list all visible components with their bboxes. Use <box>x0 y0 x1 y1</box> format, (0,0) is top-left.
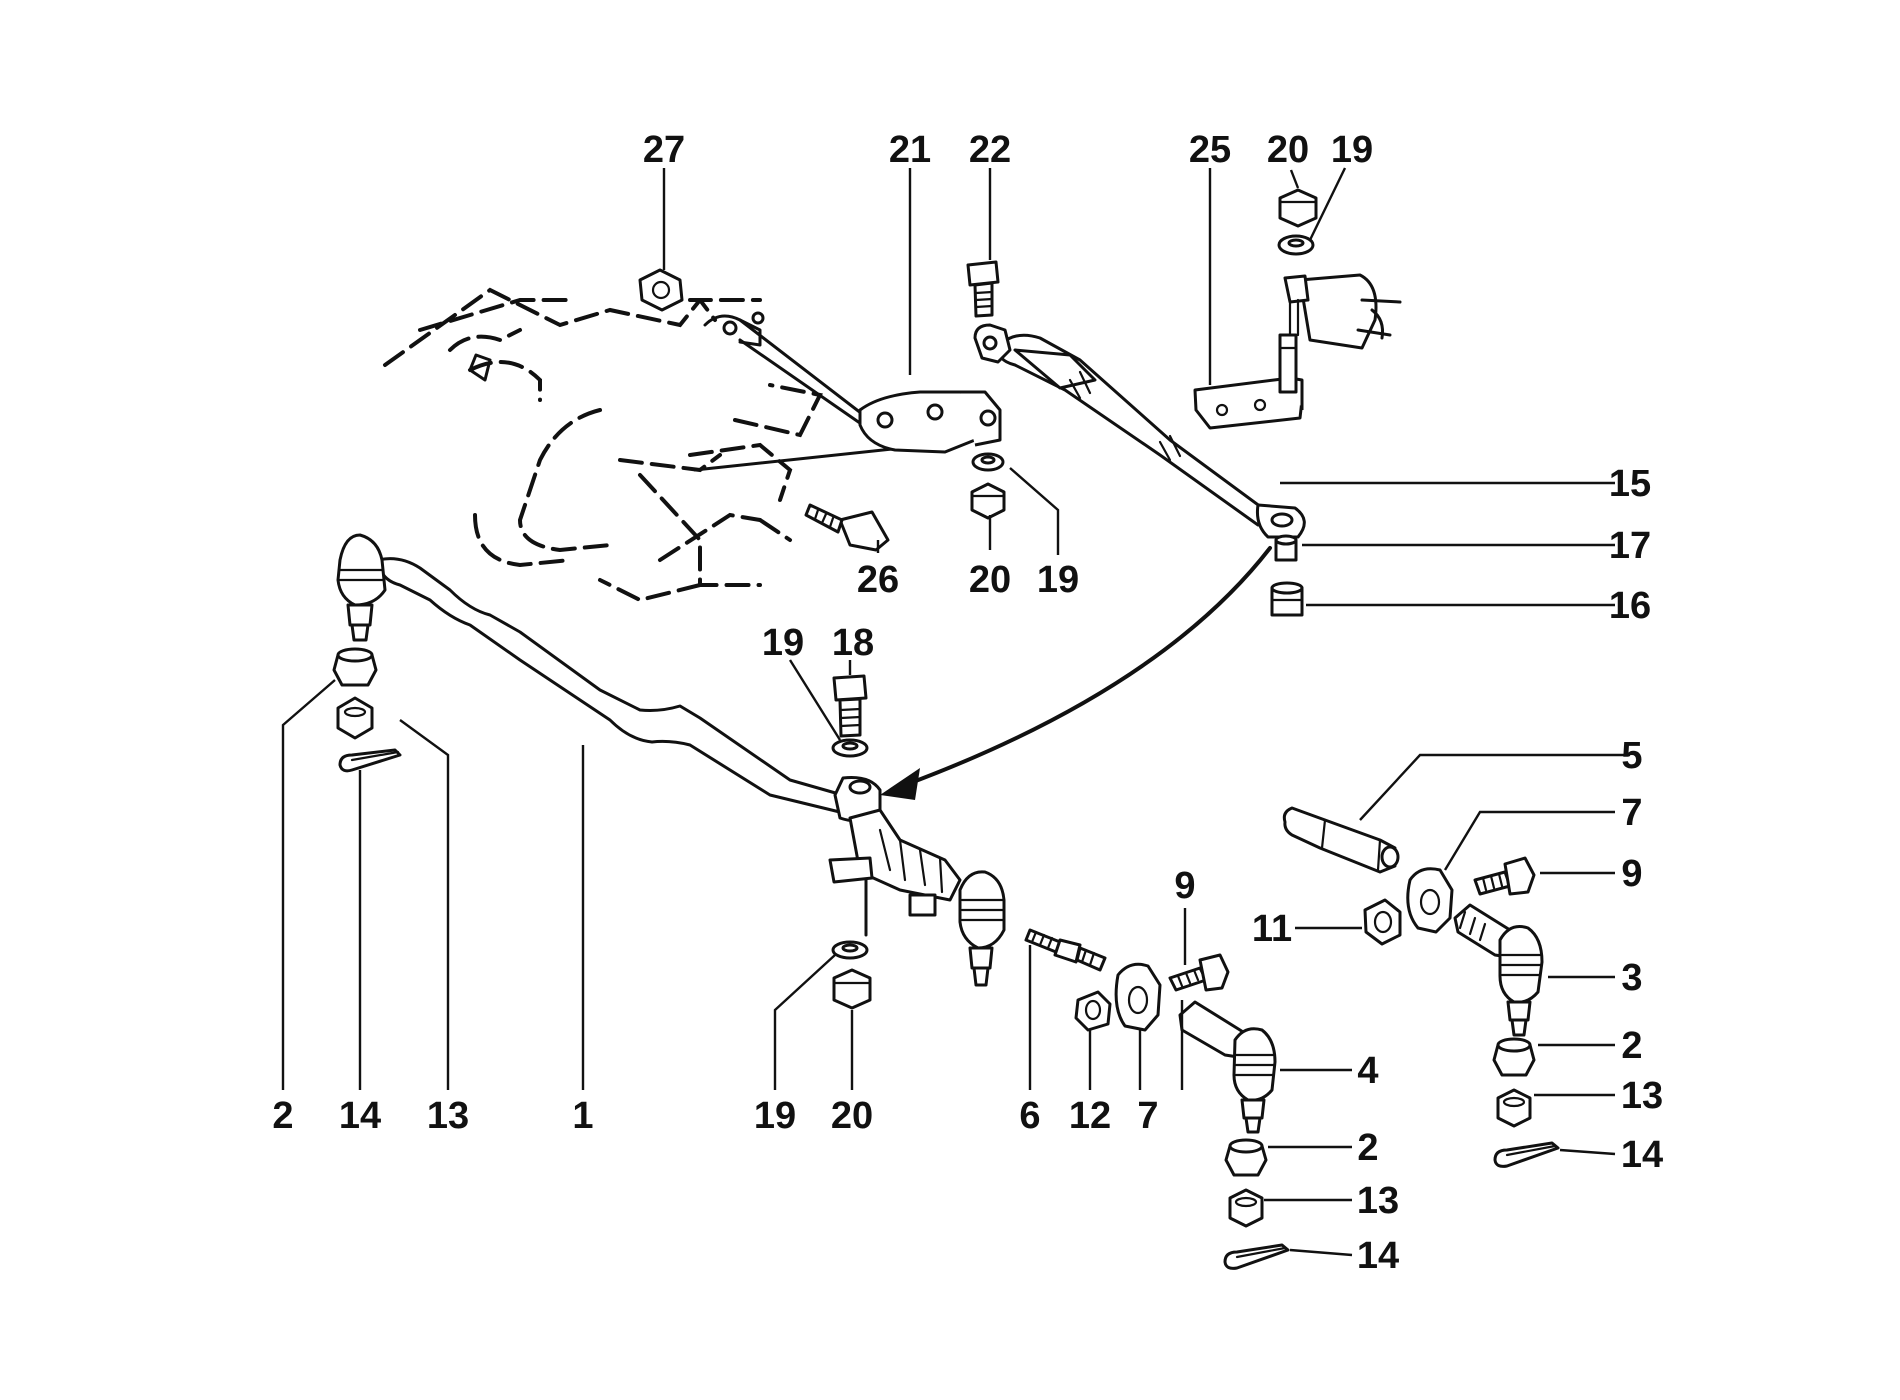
part-26-bolt <box>804 503 890 552</box>
callout-19-pitman: 19 <box>1037 559 1079 601</box>
callout-27: 27 <box>643 129 685 171</box>
part-19-washer-drag <box>831 738 869 758</box>
damper-mount-cylinder <box>1283 273 1402 350</box>
part-3-tie-rod-end <box>1453 903 1544 1037</box>
part-11-nut <box>1363 898 1402 946</box>
callout-6: 6 <box>1019 1095 1040 1137</box>
part-5-tube <box>1282 806 1400 874</box>
callout-3: 3 <box>1621 957 1642 999</box>
callout-4: 4 <box>1357 1050 1378 1092</box>
callout-21: 21 <box>889 129 931 171</box>
part-13-nut-left <box>336 696 374 740</box>
callout-7-lower: 7 <box>1137 1095 1158 1137</box>
callout-13-right: 13 <box>1621 1075 1663 1117</box>
callout-14-lower: 14 <box>1357 1235 1399 1277</box>
part-2-boot-lower <box>1224 1138 1268 1177</box>
callout-26: 26 <box>857 559 899 601</box>
callout-12: 12 <box>1069 1095 1111 1137</box>
part-14-cotter-pin-lower <box>1223 1243 1290 1270</box>
part-25-bracket <box>1193 333 1304 430</box>
part-12-nut <box>1074 990 1112 1032</box>
part-7-clamp-right <box>1406 867 1454 934</box>
part-16-bushing <box>1270 581 1304 617</box>
part-14-cotter-pin-left <box>338 748 402 773</box>
part-4-tie-rod-end <box>1178 1000 1277 1134</box>
part-9-bolt-lower <box>1168 953 1230 992</box>
callout-16: 16 <box>1609 585 1651 627</box>
callout-19-clamp: 19 <box>754 1095 796 1137</box>
callout-14-right: 14 <box>1621 1134 1663 1176</box>
part-21-pitman-arm <box>858 390 1002 454</box>
callout-2-lower: 2 <box>1357 1127 1378 1169</box>
callout-25: 25 <box>1189 129 1231 171</box>
part-7-clamp-lower <box>1114 962 1162 1032</box>
callout-9-right: 9 <box>1621 853 1642 895</box>
part-15-steering-damper <box>973 323 1306 539</box>
left-ball-joint <box>336 533 387 642</box>
callout-1: 1 <box>572 1095 593 1137</box>
part-1-drag-link <box>376 557 882 823</box>
part-17-bushing <box>1274 534 1298 562</box>
part-14-cotter-pin-right <box>1493 1141 1560 1168</box>
callout-13-lower: 13 <box>1357 1180 1399 1222</box>
callout-2-left: 2 <box>272 1095 293 1137</box>
callout-labels: 27 21 22 25 20 19 15 17 16 26 20 19 19 1… <box>272 129 1663 1277</box>
callout-13-left: 13 <box>427 1095 469 1137</box>
drag-link-clamp <box>828 808 962 937</box>
part-19-washer-pitman <box>971 452 1005 472</box>
callout-20-clamp: 20 <box>831 1095 873 1137</box>
callout-22: 22 <box>969 129 1011 171</box>
leader-lines <box>281 167 1630 1257</box>
part-13-nut-lower <box>1228 1188 1264 1228</box>
callout-15: 15 <box>1609 463 1651 505</box>
part-2-boot-right <box>1492 1037 1536 1077</box>
center-ball-joint <box>958 870 1006 987</box>
part-20-nut-pitman <box>970 482 1006 520</box>
callout-5: 5 <box>1621 735 1642 777</box>
callout-2-right: 2 <box>1621 1025 1642 1067</box>
callout-9-lower: 9 <box>1174 865 1195 907</box>
callout-19-top: 19 <box>1331 129 1373 171</box>
callout-7-right: 7 <box>1621 792 1642 834</box>
part-19-washer-clamp <box>831 940 869 960</box>
part-9-bolt-right <box>1473 856 1536 896</box>
part-20-nut-top <box>1278 188 1318 228</box>
callout-20-top: 20 <box>1267 129 1309 171</box>
callout-18: 18 <box>832 622 874 664</box>
part-18-bolt <box>832 674 868 738</box>
part-6-threaded-stud <box>1024 928 1107 972</box>
part-27-nut <box>638 268 684 312</box>
callout-17: 17 <box>1609 525 1651 567</box>
callout-19-drag: 19 <box>762 622 804 664</box>
callout-20-pitman: 20 <box>969 559 1011 601</box>
part-22-bolt <box>966 260 1000 318</box>
axle-housing-outline <box>383 287 823 603</box>
part-20-nut-clamp <box>832 968 872 1010</box>
callout-14-left: 14 <box>339 1095 381 1137</box>
part-19-washer-top <box>1277 234 1315 256</box>
assembly-arrow <box>880 546 1272 800</box>
part-13-nut-right <box>1496 1088 1532 1128</box>
callout-11: 11 <box>1252 908 1292 950</box>
part-2-boot-left <box>332 647 378 687</box>
